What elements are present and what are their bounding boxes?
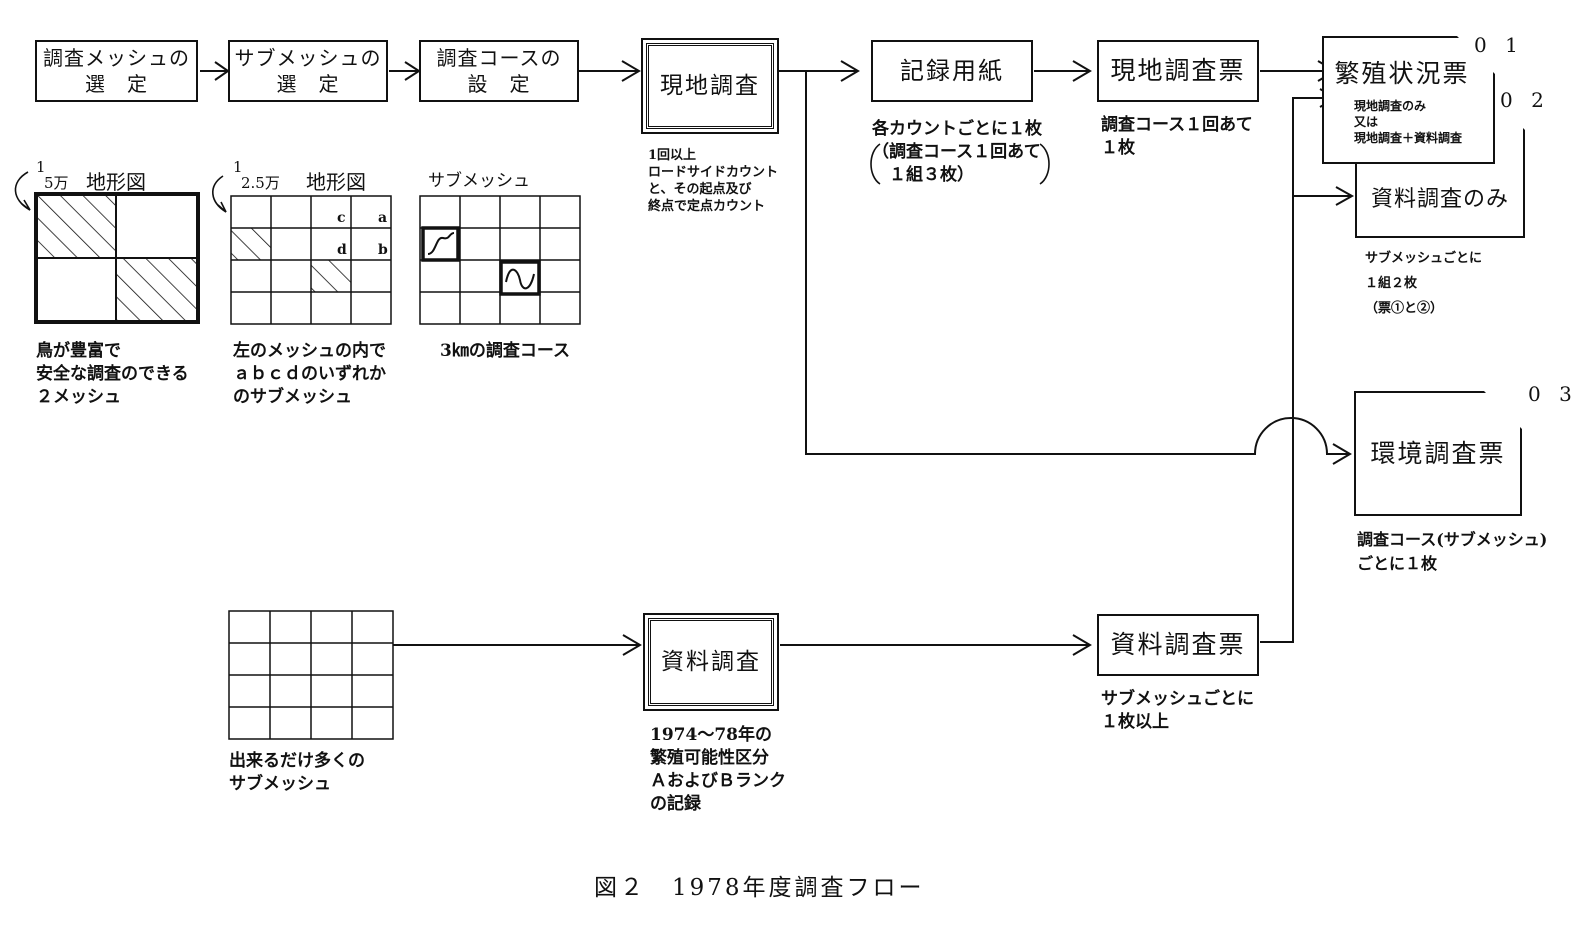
bracket-right [1039, 143, 1050, 185]
map4-caption: 出来るだけ多くの サブメッシュ [229, 751, 365, 794]
field-survey-note: 1回以上 ロードサイドカウント と、その起点及び 終点で定点カウント [648, 148, 779, 214]
material-only-label: 資料調査のみ [1370, 187, 1509, 212]
arrow-grid-to-material [393, 634, 642, 656]
arrow-mesh-to-submesh [200, 61, 230, 81]
map-3-grid [419, 195, 581, 325]
map2-cell-b: b [378, 242, 388, 258]
submesh-select-box: サブメッシュの 選 定 [228, 40, 388, 102]
form-number-02: 0 2 [1500, 88, 1550, 112]
arrow-field-to-record [778, 60, 860, 82]
arrow-submesh-to-course [389, 61, 421, 81]
map2-cell-a: a [378, 210, 388, 226]
course-line-2 [505, 268, 535, 290]
material-form-note: サブメッシュごとに １枚以上 [1101, 689, 1254, 732]
map2-caption: 左のメッシュの内で ａｂｃｄのいずれか のサブメッシュ [233, 341, 386, 407]
course-set-box: 調査コースの 設 定 [419, 40, 579, 102]
field-form-box: 現地調査票 [1097, 40, 1259, 102]
material-survey-note: 1974～78年の 繁殖可能性区分 ＡおよびＢランク の記録 [650, 725, 786, 814]
map2-frac-den: 2.5万 [241, 174, 280, 192]
mesh-select-box: 調査メッシュの 選 定 [35, 40, 198, 102]
env-form-doc [1354, 391, 1522, 516]
map3-title: サブメッシュ [428, 171, 530, 191]
map2-cell-d: d [337, 242, 347, 258]
bracket-left [870, 143, 881, 185]
form-number-03: 0 3 [1528, 382, 1578, 406]
map1-frac-num: 1 [36, 158, 46, 176]
breeding-form-subnote: 現地調査のみ 又は 現地調査＋資料調査 [1354, 99, 1463, 145]
field-form-note: 調査コース１回あて １枚 [1101, 115, 1253, 158]
env-form-note: 調査コース(サブメッシュ) ごとに１枚 [1357, 530, 1548, 573]
record-paper-box: 記録用紙 [871, 40, 1033, 102]
map2-cell-c: c [337, 210, 346, 226]
breeding-form-doc [1322, 36, 1495, 164]
arrow-record-to-fieldform [1034, 60, 1092, 82]
env-form-label: 環境調査票 [1370, 439, 1506, 468]
material-only-note: サブメッシュごとに １組２枚 （票①と②） [1365, 251, 1483, 316]
line-materialform-up [1260, 88, 1339, 643]
map1-caption: 鳥が豊富で 安全な調査のできる ２メッシュ [36, 341, 189, 407]
arrow-course-to-field [579, 60, 641, 82]
figure-caption: 図２ 1978年度調査フロー [594, 875, 925, 901]
form-number-01: 0 1 [1474, 33, 1524, 57]
material-survey-box: 資料調査 [643, 613, 779, 711]
map2-frac-num: 1 [233, 158, 243, 176]
line-field-to-env [805, 71, 1352, 465]
arrow-material-to-materialform [780, 634, 1092, 656]
map-4-grid [228, 610, 394, 740]
map-1-grid [14, 171, 200, 324]
course-line-1 [427, 232, 455, 255]
map1-title: 地形図 [86, 170, 146, 194]
record-paper-note: 各カウントごとに１枚 （調査コース１回あて １組３枚） [872, 119, 1042, 185]
map-2-grid [212, 175, 392, 325]
material-form-box: 資料調査票 [1097, 614, 1259, 676]
arrow-to-material-only [1293, 186, 1355, 206]
field-survey-box: 現地調査 [641, 38, 779, 134]
map3-caption: 3㎞の調査コース [440, 341, 570, 361]
map1-frac-den: 5万 [44, 174, 69, 192]
map2-title: 地形図 [306, 170, 366, 194]
breeding-form-label: 繁殖状況票 [1334, 59, 1470, 88]
